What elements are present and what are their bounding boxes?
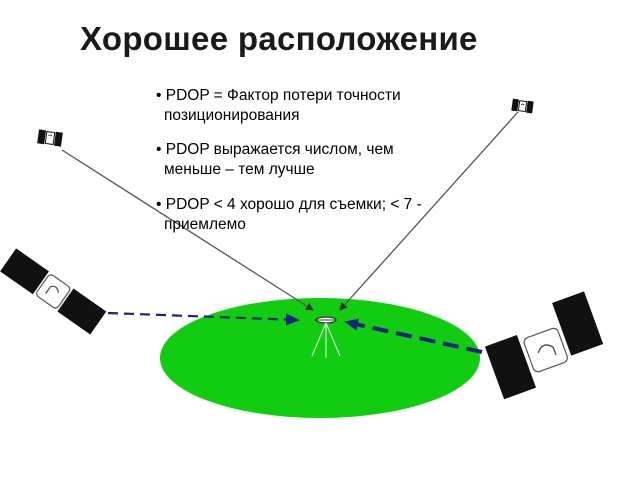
satellite-icon [511, 99, 533, 114]
page-title: Хорошее расположение [80, 20, 478, 58]
bullet-line: меньше – тем лучше [156, 160, 394, 180]
bullet-line: • PDOP = Фактор потери точности [156, 86, 401, 106]
bullet-pdop-thresholds: • PDOP < 4 хорошо для съемки; < 7 - прие… [156, 195, 422, 235]
bullet-line: • PDOP выражается числом, чем [156, 140, 394, 160]
bullet-pdop-definition: • PDOP = Фактор потери точности позицион… [156, 86, 401, 126]
satellite-icon [37, 129, 63, 146]
satellite-icon [0, 248, 106, 334]
bullet-line: приемлемо [156, 215, 422, 235]
bullet-line: позиционирования [156, 106, 401, 126]
bullet-line: • PDOP < 4 хорошо для съемки; < 7 - [156, 195, 422, 215]
satellite-icon [479, 291, 610, 399]
bullet-pdop-value: • PDOP выражается числом, чем меньше – т… [156, 140, 394, 180]
